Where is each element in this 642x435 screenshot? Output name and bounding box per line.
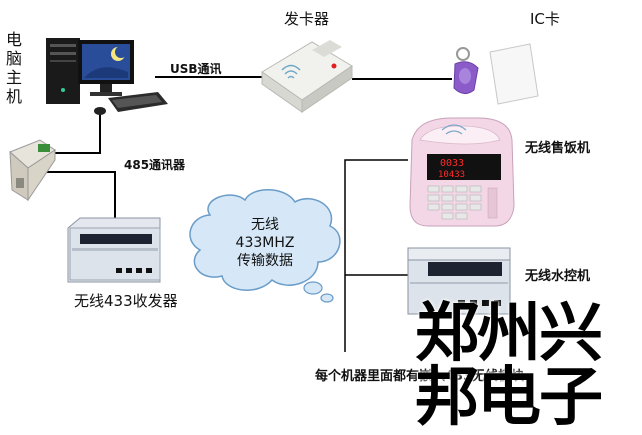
water-machine-icon (407, 247, 511, 315)
footer-note: 每个机器里面都有嵌入433无线模块 (315, 369, 525, 384)
ic-card-label: IC卡 (530, 10, 560, 28)
485-transceiver-line (45, 171, 116, 218)
meal-display-top: 0033 (440, 158, 464, 169)
computer-label-char-1: 电 (6, 30, 23, 49)
meal-machine-label: 无线售饭机 (525, 141, 591, 156)
card-issuer-label: 发卡器 (284, 10, 330, 28)
cloud-line-3: 传输数据 (237, 253, 293, 269)
computer-label-char-4: 机 (6, 87, 23, 106)
water-machine-label: 无线水控机 (525, 269, 591, 284)
rs485-label: 485通讯器 (124, 158, 186, 172)
computer-label-char-3: 主 (6, 68, 23, 87)
key-fob-icon (453, 47, 479, 94)
computer-tower-icon (46, 38, 80, 104)
cloud-text: 无线 433MHZ 传输数据 (222, 216, 308, 270)
monitor-icon (78, 40, 134, 96)
transceiver-label: 无线433收发器 (74, 292, 178, 310)
rs485-converter-icon (9, 139, 56, 202)
keyboard-icon (108, 92, 168, 112)
usb-label: USB通讯 (170, 62, 222, 76)
meal-display-bottom: 10433 (438, 170, 465, 180)
diagram-canvas: 0033 10433 (9, 38, 539, 352)
meal-machine-line (344, 159, 408, 352)
mouse-icon (94, 107, 106, 115)
cloud-line-2: 433MHZ (235, 235, 295, 251)
computer-label-char-2: 脑 (6, 49, 23, 68)
cloud-line-1: 无线 (251, 217, 279, 233)
computer-label: 电 脑 主 机 (6, 30, 24, 106)
wireless-cloud-icon (189, 189, 341, 303)
ic-card-icon (489, 43, 539, 105)
computer-485-line (55, 110, 101, 154)
card-issuer-icon (261, 40, 353, 113)
meal-machine-icon: 0033 10433 (409, 117, 515, 227)
transceiver-device-icon (67, 217, 161, 283)
